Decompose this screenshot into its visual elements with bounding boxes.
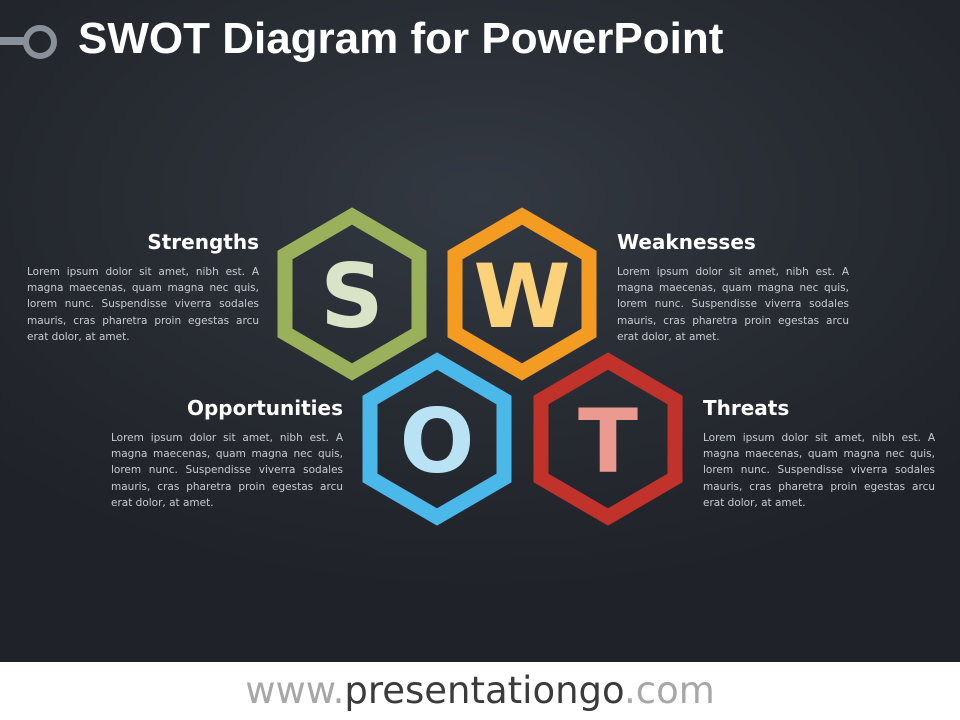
letter-s: S xyxy=(320,245,383,348)
letter-w: W xyxy=(473,245,570,348)
slide: SWOT Diagram for PowerPoint S W O T Stre… xyxy=(0,0,960,662)
weaknesses-text: Lorem ipsum dolor sit amet, nibh est. A … xyxy=(617,266,849,343)
hexagon-opportunities: O xyxy=(362,352,512,526)
hexagon-weaknesses-outline xyxy=(447,207,597,381)
footer-url[interactable]: www.presentationgo.com xyxy=(0,662,960,720)
strengths-heading: Strengths xyxy=(147,230,259,254)
weaknesses-heading: Weaknesses xyxy=(617,230,756,254)
footer-domain: presentationgo xyxy=(344,669,625,712)
threats-heading: Threats xyxy=(703,396,790,420)
threats-block: Threats Lorem ipsum dolor sit amet, nibh… xyxy=(703,396,935,511)
hexagon-strengths-outline xyxy=(277,207,427,381)
opportunities-block: Opportunities Lorem ipsum dolor sit amet… xyxy=(111,396,343,511)
hexagon-threats: T xyxy=(533,352,683,526)
letter-t: T xyxy=(578,390,638,493)
swot-diagram: S W O T xyxy=(277,207,683,526)
footer-suffix: .com xyxy=(624,669,715,712)
hexagon-weaknesses: W xyxy=(447,207,597,381)
letter-o: O xyxy=(400,390,475,493)
opportunities-text: Lorem ipsum dolor sit amet, nibh est. A … xyxy=(111,432,343,509)
threats-text: Lorem ipsum dolor sit amet, nibh est. A … xyxy=(703,432,935,509)
footer-prefix: www. xyxy=(245,669,345,712)
strengths-block: Strengths Lorem ipsum dolor sit amet, ni… xyxy=(27,230,259,345)
hexagon-strengths: S xyxy=(277,207,427,381)
page-title: SWOT Diagram for PowerPoint xyxy=(78,14,724,63)
opportunities-heading: Opportunities xyxy=(186,396,343,420)
strengths-text: Lorem ipsum dolor sit amet, nibh est. A … xyxy=(27,266,259,343)
hexagon-threats-outline xyxy=(533,352,683,526)
hexagon-opportunities-outline xyxy=(362,352,512,526)
weaknesses-block: Weaknesses Lorem ipsum dolor sit amet, n… xyxy=(617,230,849,345)
title-ring-icon xyxy=(0,25,57,59)
